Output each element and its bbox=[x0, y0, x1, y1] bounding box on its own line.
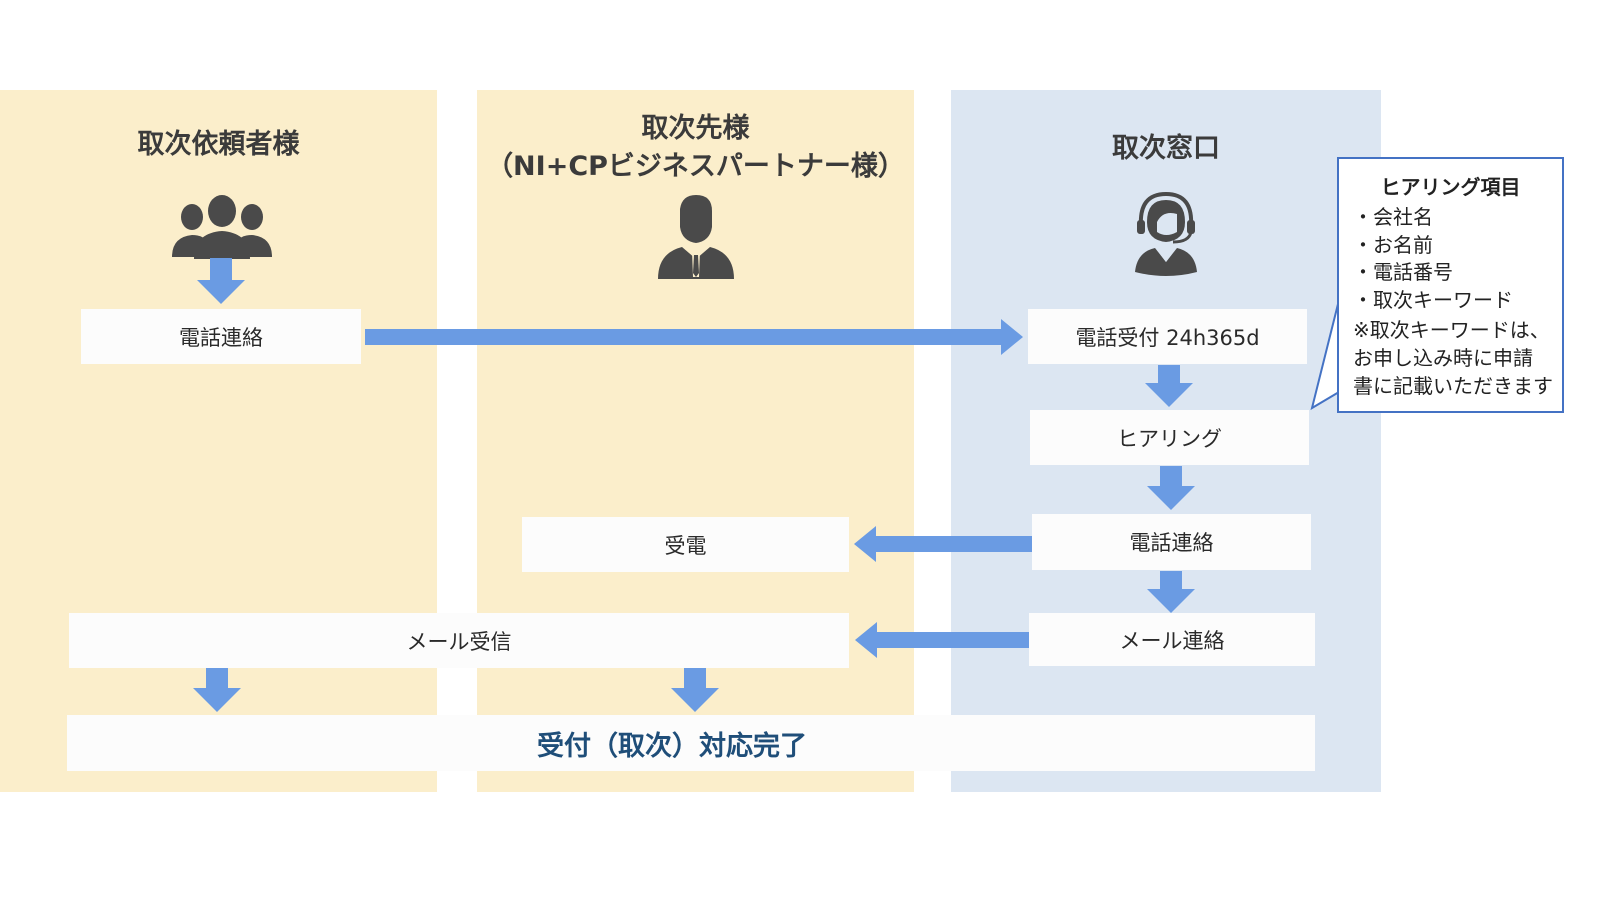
callout-note: ※取次キーワードは、 お申し込み時に申請 書に記載いただきます bbox=[1353, 318, 1553, 398]
hearing-items-callout: ヒアリング項目 ・会社名 ・お名前 ・電話番号 ・取次キーワード ※取次キーワー… bbox=[1337, 157, 1564, 413]
step-complete: 受付（取次）対応完了 bbox=[67, 715, 1315, 771]
step-desk-hearing-label: ヒアリング bbox=[1117, 426, 1222, 451]
step-desk-mail-label: メール連絡 bbox=[1119, 628, 1225, 653]
step-partner-receive-call-label: 受電 bbox=[664, 533, 707, 558]
callout-title: ヒアリング項目 bbox=[1380, 175, 1521, 199]
step-requester-call-label: 電話連絡 bbox=[179, 325, 263, 350]
lane-title-requester: 取次依頼者様 bbox=[137, 129, 300, 160]
arrow-desk-call-to-partner bbox=[854, 526, 1032, 562]
arrow-desk-mail-to-receivers bbox=[855, 622, 1029, 658]
group-of-people-icon bbox=[172, 195, 272, 259]
step-desk-reception: 電話受付 24h365d bbox=[1028, 309, 1307, 364]
step-mail-receive-label: メール受信 bbox=[406, 629, 512, 654]
step-desk-call-label: 電話連絡 bbox=[1129, 531, 1214, 555]
arrow-call-to-desk bbox=[365, 319, 1023, 355]
step-desk-mail: メール連絡 bbox=[1029, 613, 1315, 666]
headset-operator-icon bbox=[1135, 192, 1197, 276]
callout-pointer bbox=[1310, 300, 1340, 411]
business-person-icon bbox=[658, 195, 734, 279]
lane-title-partner-line1: 取次先様 bbox=[641, 113, 750, 144]
callout-list: ・会社名 ・お名前 ・電話番号 ・取次キーワード bbox=[1353, 204, 1562, 314]
callout-item-company: ・会社名 bbox=[1353, 205, 1433, 229]
callout-item-name: ・お名前 bbox=[1353, 232, 1433, 257]
lane-title-partner: 取次先様 （NI+CPビジネスパートナー様） bbox=[477, 110, 914, 186]
arrow-down-desk-call-to-mail bbox=[1147, 571, 1195, 613]
lane-title-desk: 取次窓口 bbox=[1112, 133, 1220, 164]
arrow-down-hearing-to-call bbox=[1147, 466, 1195, 510]
arrow-down-mail-to-complete-right bbox=[671, 668, 719, 712]
step-desk-hearing: ヒアリング bbox=[1030, 410, 1309, 465]
step-desk-call: 電話連絡 bbox=[1032, 514, 1311, 570]
arrow-down-mail-to-complete-left bbox=[193, 668, 241, 712]
step-requester-call: 電話連絡 bbox=[81, 309, 361, 364]
lane-title-partner-line2: （NI+CPビジネスパートナー様） bbox=[486, 151, 905, 182]
step-complete-label: 受付（取次）対応完了 bbox=[537, 730, 807, 762]
step-mail-receive: メール受信 bbox=[69, 613, 849, 668]
step-desk-reception-label: 電話受付 24h365d bbox=[1075, 325, 1260, 350]
arrow-down-reception-to-hearing bbox=[1145, 365, 1193, 407]
callout-item-phone: ・電話番号 bbox=[1353, 260, 1453, 284]
step-partner-receive-call: 受電 bbox=[522, 517, 849, 572]
callout-item-keyword: ・取次キーワード bbox=[1353, 287, 1513, 312]
arrow-down-requester-to-call bbox=[197, 258, 245, 304]
